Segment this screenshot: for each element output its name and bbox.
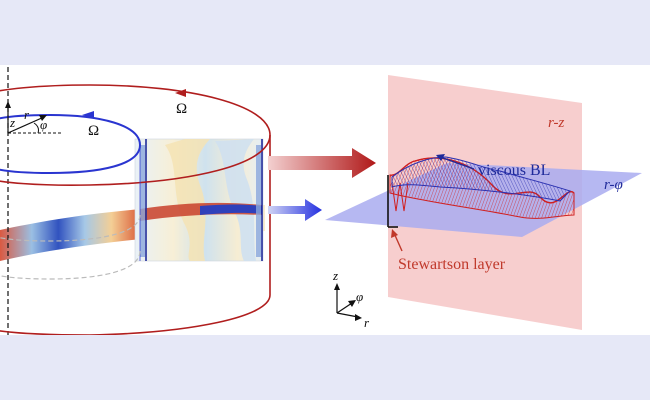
taylor-couette-diagram: z r φ Ω Ω r-z r-φ viscous BL Stewartson … [0, 67, 642, 335]
viscous-bl-pointer [439, 156, 475, 170]
local-z-arrowhead [5, 101, 11, 108]
local-z-label: z [9, 115, 15, 130]
triad-r-head [355, 314, 362, 321]
outer-cylinder-bottom-ellipse [0, 294, 271, 335]
inner-dashed-ellipse-2 [0, 250, 141, 280]
outer-cylinder-mid-ellipse [0, 134, 271, 186]
slice-pattern-2 [215, 139, 256, 261]
blue-projection-arrow [268, 199, 322, 221]
triad-phi-head [348, 300, 356, 307]
triad-z-head [334, 283, 340, 290]
triad-phi-axis [336, 302, 353, 314]
local-r-arrowhead [39, 115, 47, 121]
stewartson-pointer-head [391, 229, 398, 238]
local-phi-label: φ [40, 117, 47, 132]
outer-cylinder-top-ellipse [0, 84, 271, 136]
triad-r-axis [336, 312, 359, 318]
cylinder-assembly: z r φ Ω Ω [0, 67, 271, 335]
triad-r-label: r [364, 315, 370, 330]
slice-blue-band [200, 204, 262, 215]
inner-rotation-arrow [82, 111, 94, 119]
omega-outer-label: Ω [176, 101, 187, 117]
inner-cylinder-front-ellipse [0, 144, 141, 175]
rz-plane-label: r-z [548, 115, 565, 131]
inner-cylinder-top-ellipse [0, 113, 141, 146]
stewartson-strip-outer [256, 145, 261, 257]
rphi-plane-label: r-φ [604, 177, 623, 193]
red-projection-arrow [268, 148, 376, 178]
triad-z-label: z [332, 268, 338, 283]
slice-pattern-1 [165, 139, 210, 261]
local-r-label: r [24, 107, 30, 122]
planes-panel: r-z r-φ viscous BL Stewartson layer z φ … [325, 75, 642, 330]
inner-dashed-ellipse-1 [0, 214, 141, 242]
stewartson-strip-inner [140, 145, 145, 257]
omega-inner-label: Ω [88, 123, 99, 139]
local-phi-arc [33, 122, 39, 134]
viscous-bl-pointer-head [436, 154, 445, 161]
viscous-bl-label: viscous BL [478, 162, 550, 179]
projection-arrows [268, 148, 376, 221]
outer-rotation-arrow [175, 89, 186, 97]
local-r-axis [7, 116, 45, 134]
rphi-profile-curve [391, 156, 571, 202]
stewartson-layer-label: Stewartson layer [398, 256, 506, 273]
triad-phi-label: φ [356, 289, 363, 304]
